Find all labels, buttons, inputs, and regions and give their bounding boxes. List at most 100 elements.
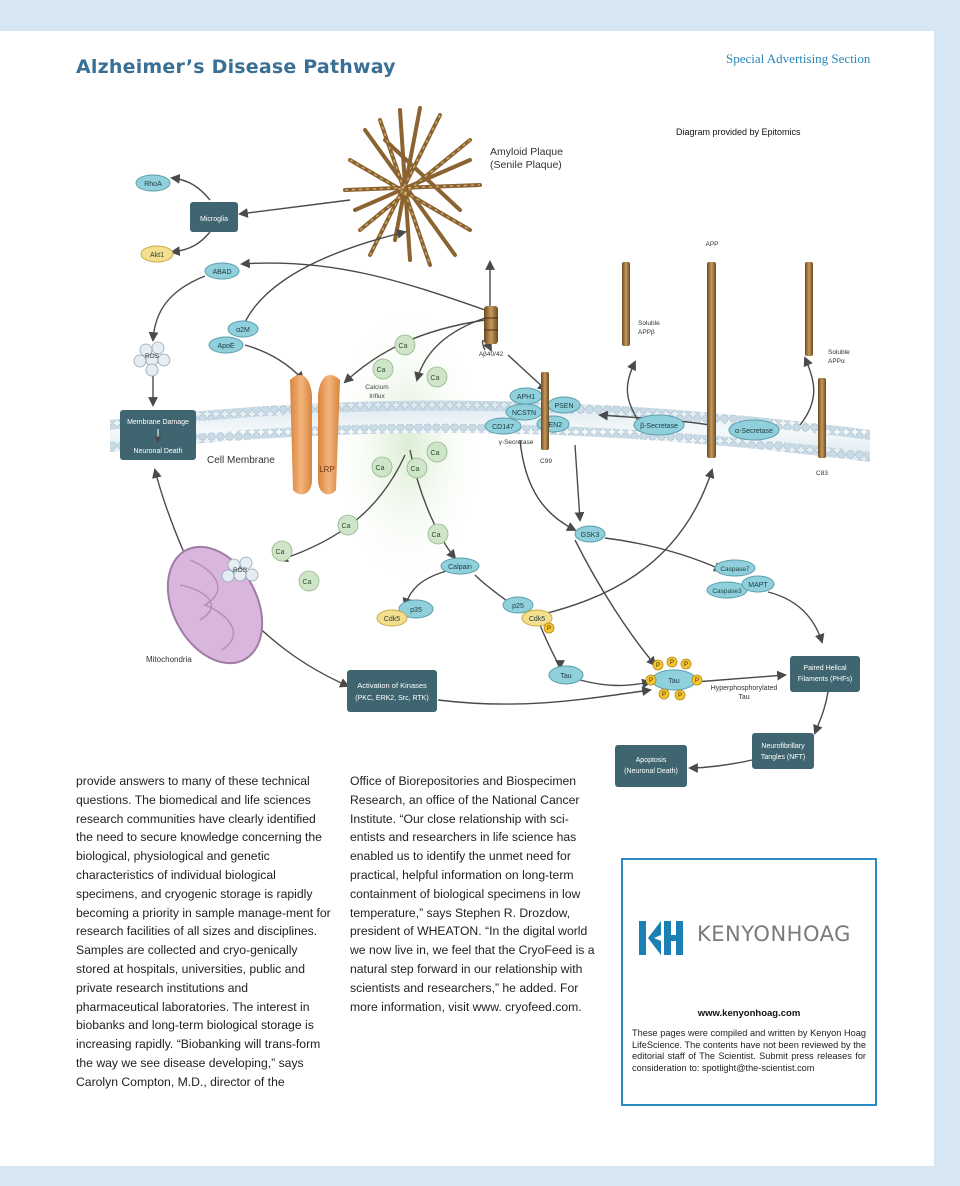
svg-text:α-Secretase: α-Secretase	[735, 428, 773, 435]
node-cd147	[484, 417, 522, 435]
svg-text:MAPT: MAPT	[748, 582, 768, 589]
ros-cluster-mito	[221, 556, 259, 583]
svg-text:Caspase3: Caspase3	[712, 588, 742, 595]
svg-text:Membrane Damage: Membrane Damage	[127, 419, 189, 426]
sponsor-disclaimer: These pages were compiled and written by…	[632, 1028, 866, 1073]
c99-rod	[541, 372, 549, 450]
diagram-title: Alzheimer’s Disease Pathway	[76, 56, 396, 78]
svg-text:P: P	[662, 692, 666, 698]
kenyonhoag-logo: KENYONHOAG	[637, 918, 867, 962]
node-membrane-damage: Membrane Damage Neuronal Death	[120, 410, 196, 460]
abeta-rod	[484, 306, 498, 344]
svg-text:Soluble: Soluble	[828, 349, 850, 356]
node-cdk5-b	[521, 609, 553, 627]
svg-text:Paired Helical: Paired Helical	[803, 665, 847, 672]
article-text-1: provide answers to many of these technic…	[76, 774, 331, 1089]
node-alpha-secretase	[728, 419, 780, 441]
lrp-receptor: LRP	[290, 375, 340, 495]
node-apoe	[208, 336, 244, 354]
svg-text:P: P	[695, 678, 699, 684]
svg-text:APPβ: APPβ	[638, 329, 655, 336]
node-p35	[398, 599, 434, 619]
node-apoptosis: Apoptosis (Neuronal Death)	[615, 745, 687, 787]
svg-text:P: P	[684, 662, 688, 668]
svg-text:RhoA: RhoA	[144, 181, 162, 188]
svg-text:P: P	[678, 693, 682, 699]
svg-text:C83: C83	[816, 470, 828, 477]
svg-text:Tangles (NFT): Tangles (NFT)	[761, 754, 805, 761]
node-phf: Paired Helical Filaments (PHFs)	[790, 656, 860, 692]
svg-text:Influx: Influx	[369, 393, 385, 400]
node-microglia: Microglia	[190, 202, 238, 232]
node-kinase-activation: Activation of Kinases (PKC, ERK2, Src, R…	[347, 670, 437, 712]
svg-text:Hyperphosphorylated: Hyperphosphorylated	[711, 685, 778, 692]
svg-text:ROS: ROS	[233, 567, 248, 574]
svg-text:Ca: Ca	[342, 523, 351, 530]
logo-text: KENYONHOAG	[697, 922, 851, 946]
svg-text:Ca: Ca	[276, 549, 285, 556]
svg-text:P: P	[649, 678, 653, 684]
kh-logo-icon	[639, 921, 683, 955]
node-gsk3	[574, 525, 606, 543]
svg-text:GSK3: GSK3	[581, 532, 600, 539]
svg-text:Cdk5: Cdk5	[384, 616, 400, 623]
svg-text:Ca: Ca	[303, 579, 312, 586]
label-amyloid-plaque: Amyloid Plaque	[490, 146, 563, 158]
node-beta-secretase	[633, 414, 685, 436]
node-nft: Neurofibrillary Tangles (NFT)	[752, 733, 814, 769]
svg-text:Cdk5: Cdk5	[529, 616, 545, 623]
svg-text:Ca: Ca	[431, 375, 440, 382]
svg-text:Filaments (PHFs): Filaments (PHFs)	[798, 676, 852, 683]
svg-text:Activation of Kinases: Activation of Kinases	[357, 681, 427, 690]
node-rhoa	[135, 174, 171, 192]
svg-text:Neurofibrillary: Neurofibrillary	[761, 743, 805, 750]
article-column-1: provide answers to many of these technic…	[76, 772, 332, 1092]
svg-text:(PKC, ERK2, Src, RTK): (PKC, ERK2, Src, RTK)	[355, 695, 428, 702]
phospho-groups	[543, 622, 703, 701]
node-caspase7	[714, 559, 756, 577]
svg-text:p35: p35	[410, 607, 422, 614]
svg-text:Tau: Tau	[668, 678, 679, 685]
svg-text:α2M: α2M	[236, 327, 250, 334]
svg-text:C99: C99	[540, 458, 552, 465]
calcium-ions	[271, 334, 449, 592]
amyloid-plaque	[343, 106, 482, 267]
svg-text:APP: APP	[705, 241, 718, 248]
svg-text:Tau: Tau	[738, 694, 749, 701]
svg-text:ROS: ROS	[145, 353, 160, 360]
svg-text:CD147: CD147	[492, 424, 514, 431]
svg-text:P: P	[656, 663, 660, 669]
node-akt1	[140, 245, 174, 263]
svg-text:Ca: Ca	[411, 466, 420, 473]
svg-text:ApoE: ApoE	[217, 343, 234, 350]
svg-text:Aβ40/42: Aβ40/42	[479, 351, 504, 358]
svg-text:(Neuronal Death): (Neuronal Death)	[624, 768, 678, 775]
node-cdk5-a	[376, 609, 408, 627]
node-abad	[204, 262, 240, 280]
svg-text:Ca: Ca	[377, 367, 386, 374]
article-column-2: Office of Biorepositories and Biospecime…	[350, 772, 600, 1016]
svg-text:p25: p25	[512, 603, 524, 610]
svg-text:PEN2: PEN2	[544, 422, 562, 429]
svg-text:LRP: LRP	[319, 465, 335, 474]
soluble-appa-rod	[805, 262, 813, 356]
svg-text:Ca: Ca	[376, 465, 385, 472]
diagram-credit: Diagram provided by Epitomics	[676, 127, 801, 137]
pathway-diagram: Amyloid Plaque (Senile Plaque)	[110, 106, 870, 787]
node-tau-free	[548, 665, 584, 685]
article-text-2: Office of Biorepositories and Biospecime…	[350, 774, 595, 1014]
ros-cluster-top	[133, 341, 171, 377]
section-tag: Special Advertising Section	[726, 51, 871, 66]
node-mapt	[741, 575, 775, 593]
svg-text:Soluble: Soluble	[638, 320, 660, 327]
svg-text:NCSTN: NCSTN	[512, 410, 536, 417]
svg-text:Tau: Tau	[560, 673, 571, 680]
svg-text:P: P	[670, 660, 674, 666]
svg-text:β-Secretase: β-Secretase	[640, 423, 678, 430]
label-mitochondria: Mitochondria	[146, 655, 192, 664]
sponsor-url[interactable]: www.kenyonhoag.com	[697, 1008, 801, 1019]
node-calpain	[440, 557, 480, 575]
svg-text:Akt1: Akt1	[150, 252, 164, 259]
label-senile-plaque: (Senile Plaque)	[490, 159, 562, 171]
sponsor-box: KENYONHOAG www.kenyonhoag.com These page…	[621, 858, 877, 1106]
